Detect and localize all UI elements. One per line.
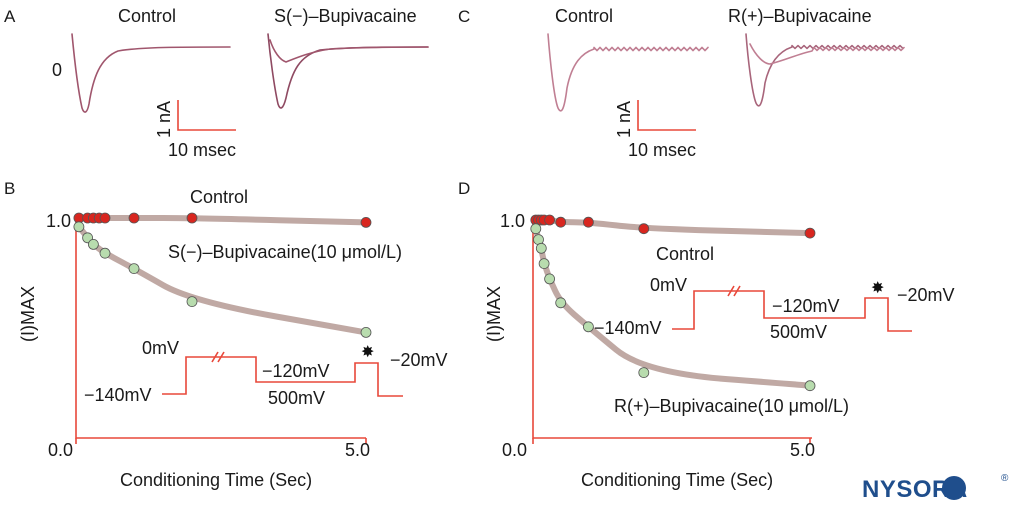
panel-a-scale-y: 1 nA bbox=[154, 101, 174, 138]
panel-c-drug-trace-2 bbox=[749, 43, 905, 65]
panel-a-drug-trace-1 bbox=[267, 33, 429, 109]
panel-d-control-fit bbox=[532, 217, 813, 237]
panel-d-protocol-120mv: −120mV bbox=[772, 296, 840, 316]
panel-d-series-drug-label: R(+)–Bupivacaine(10 μmol/L) bbox=[614, 396, 849, 416]
panel-d-series-1-point-6 bbox=[583, 321, 594, 333]
panel-b-protocol-0mv: 0mV bbox=[142, 338, 179, 358]
panel-a-drug-label: S(−)–Bupivacaine bbox=[274, 6, 417, 26]
panel-a-scale-x: 10 msec bbox=[168, 140, 236, 160]
panel-b-series-0-point-6 bbox=[186, 212, 198, 224]
panel-d-xlabel: Conditioning Time (Sec) bbox=[581, 470, 773, 490]
panel-b-protocol-trace bbox=[162, 356, 403, 397]
panel-b-protocol-120mv: −120mV bbox=[262, 361, 330, 381]
panel-d-series-0-point-4 bbox=[544, 214, 555, 226]
panel-d-series-1-point-0 bbox=[530, 223, 542, 235]
panel-b-series-0-point-5 bbox=[128, 212, 140, 224]
panel-d-series-1-point-3 bbox=[538, 258, 550, 270]
panel-d-drug-points bbox=[530, 223, 816, 392]
panel-b-protocol-duration: 500mV bbox=[268, 388, 325, 408]
panel-d-protocol-140mv: −140mV bbox=[594, 318, 662, 338]
panel-a-control-label: Control bbox=[118, 6, 176, 26]
panel-d-series-0-point-6 bbox=[583, 216, 594, 228]
panel-d: D 1.0 0.0 5.0 Conditioning Time (Sec) (I… bbox=[458, 179, 955, 490]
panel-c-letter: C bbox=[458, 7, 470, 26]
panel-b-series-drug-label: S(−)–Bupivacaine(10 μmol/L) bbox=[168, 242, 402, 262]
panel-c: C Control R(+)–Bupivacaine 1 nA 10 msec bbox=[458, 6, 905, 160]
panel-d-xtick-0: 0.0 bbox=[502, 440, 527, 460]
panel-d-series-0-point-8 bbox=[804, 227, 816, 239]
panel-b-protocol-break bbox=[211, 351, 225, 363]
panel-a-letter: A bbox=[4, 7, 16, 26]
panel-b: B 1.0 0.0 5.0 Conditioning Time (Sec) (I… bbox=[4, 179, 448, 490]
panel-d-series-0-point-7 bbox=[638, 223, 650, 235]
panel-c-drug-trace-1 bbox=[745, 33, 904, 107]
panel-d-protocol-20mv: −20mV bbox=[897, 285, 955, 305]
panel-d-series-0-point-5 bbox=[555, 216, 567, 228]
panel-d-protocol-break bbox=[727, 285, 741, 297]
panel-a-scale-bar bbox=[177, 100, 236, 131]
panel-b-protocol-140mv: −140mV bbox=[84, 385, 152, 405]
panel-b-letter: B bbox=[4, 179, 15, 198]
panel-b-ytick-1: 1.0 bbox=[46, 211, 71, 231]
panel-b-series-1-point-5 bbox=[186, 296, 198, 308]
logo-ring-icon bbox=[942, 476, 966, 500]
panel-b-drug-points bbox=[73, 221, 372, 338]
panel-d-series-control-label: Control bbox=[656, 244, 714, 264]
panel-b-series-0-point-4 bbox=[99, 212, 111, 224]
panel-d-protocol-0mv: 0mV bbox=[650, 275, 687, 295]
panel-b-control-fit bbox=[75, 215, 369, 226]
panel-c-scale-x: 10 msec bbox=[628, 140, 696, 160]
panel-b-ylabel: (I)MAX bbox=[18, 286, 38, 342]
panel-d-protocol-duration: 500mV bbox=[770, 322, 827, 342]
panel-d-xtick-5: 5.0 bbox=[790, 440, 815, 460]
panel-b-xlabel: Conditioning Time (Sec) bbox=[120, 470, 312, 490]
panel-d-series-1-point-8 bbox=[804, 380, 816, 392]
panel-b-control-points bbox=[73, 212, 372, 228]
panel-d-ylabel: (I)MAX bbox=[484, 286, 504, 342]
panel-b-xtick-5: 5.0 bbox=[345, 440, 370, 460]
panel-b-protocol-star: ✸ bbox=[361, 344, 374, 361]
panel-d-series-1-point-2 bbox=[535, 242, 547, 254]
panel-a: A Control S(−)–Bupivacaine 0 1 nA 10 mse… bbox=[4, 6, 429, 160]
panel-b-xtick-0: 0.0 bbox=[48, 440, 73, 460]
panel-b-series-1-point-0 bbox=[73, 221, 85, 233]
panel-d-ytick-1: 1.0 bbox=[500, 211, 525, 231]
panel-b-series-0-point-7 bbox=[360, 216, 372, 228]
panel-b-protocol-20mv: −20mV bbox=[390, 350, 448, 370]
panel-b-series-1-point-6 bbox=[360, 326, 372, 338]
panel-d-series-1-point-4 bbox=[544, 273, 555, 285]
panel-d-letter: D bbox=[458, 179, 470, 198]
panel-c-scale-bar bbox=[637, 100, 696, 131]
panel-c-scale-y: 1 nA bbox=[614, 101, 634, 138]
panel-d-series-1-point-5 bbox=[555, 297, 567, 309]
panel-c-control-trace bbox=[547, 33, 709, 112]
panel-c-control-label: Control bbox=[555, 6, 613, 26]
nysora-logo: NYSORA ® bbox=[862, 473, 1009, 503]
panel-b-series-control-label: Control bbox=[190, 187, 248, 207]
logo-registered-mark: ® bbox=[1001, 473, 1009, 484]
panel-d-protocol-trace bbox=[672, 290, 912, 332]
panel-a-drug-trace-2 bbox=[269, 39, 429, 63]
panel-b-series-1-point-2 bbox=[88, 238, 99, 250]
panel-d-protocol-star: ✸ bbox=[871, 280, 884, 297]
panel-d-series-1-point-7 bbox=[638, 367, 650, 379]
panel-c-drug-label: R(+)–Bupivacaine bbox=[728, 6, 872, 26]
panel-b-series-1-point-4 bbox=[128, 263, 140, 275]
panel-a-zero-label: 0 bbox=[52, 60, 62, 80]
panel-a-control-trace bbox=[71, 33, 231, 113]
panel-b-series-1-point-3 bbox=[99, 247, 111, 259]
